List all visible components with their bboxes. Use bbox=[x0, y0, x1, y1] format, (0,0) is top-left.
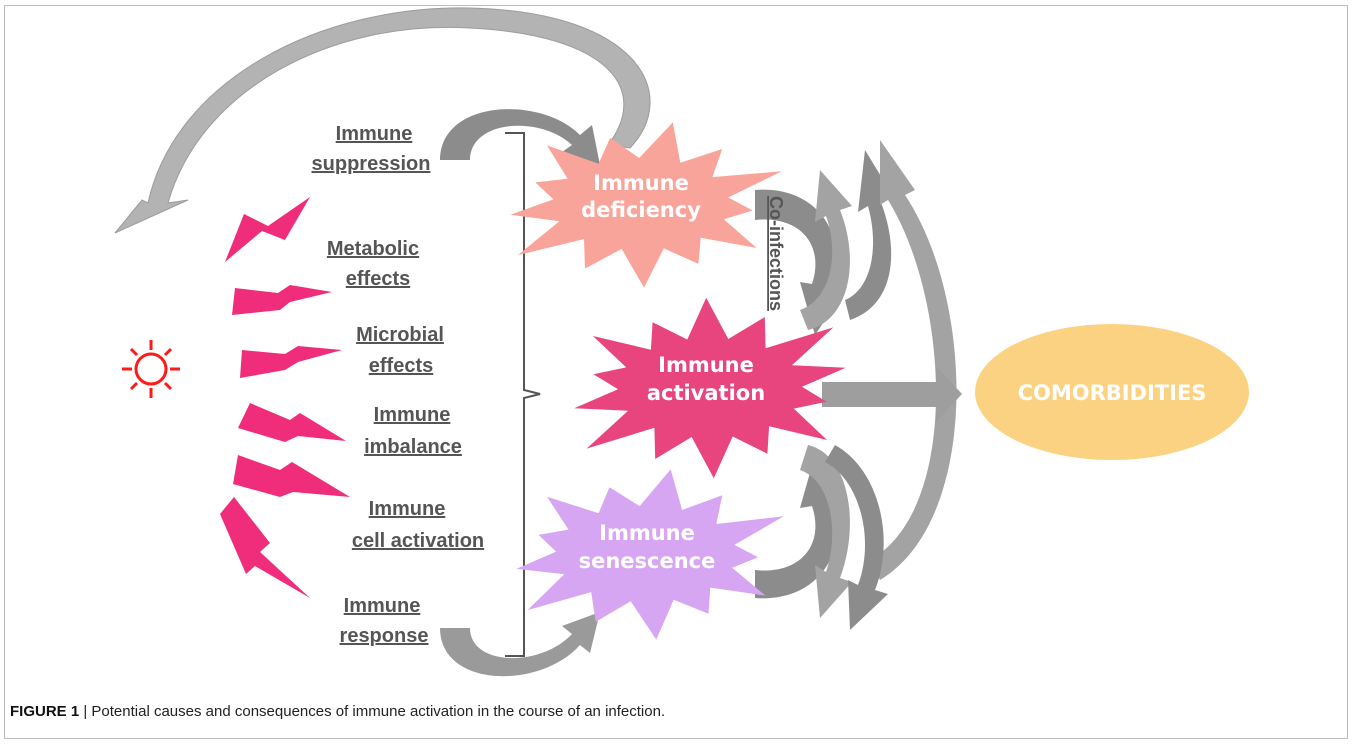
figure-label: FIGURE 1 bbox=[10, 703, 80, 720]
curved-arrows-top bbox=[755, 140, 957, 580]
curved-arrows-bottom bbox=[755, 445, 888, 630]
state-label: activation bbox=[647, 381, 765, 405]
figure-frame bbox=[4, 5, 1348, 739]
effect-label: Immune bbox=[369, 498, 446, 520]
bracket bbox=[505, 132, 541, 657]
curved-arrow bbox=[825, 445, 888, 630]
comorbidities-label: COMORBIDITIES bbox=[1018, 381, 1207, 405]
state-label: Immune bbox=[593, 171, 689, 195]
effect-label: Immune bbox=[374, 404, 451, 426]
state-label: Immune bbox=[599, 521, 695, 545]
response-arc-arrow bbox=[440, 612, 600, 677]
state-label: deficiency bbox=[581, 198, 701, 222]
curved-arrow bbox=[755, 455, 845, 599]
effect-label: Immune bbox=[336, 123, 413, 145]
lightning-bolt-icon bbox=[233, 455, 350, 497]
starburst-shape bbox=[510, 122, 782, 288]
starburst-shape bbox=[574, 297, 846, 479]
curved-arrow bbox=[800, 445, 852, 618]
curved-arrow bbox=[800, 170, 852, 330]
star-immune-senescence: Immune senescence bbox=[516, 469, 784, 640]
feedback-arrow bbox=[114, 7, 651, 234]
star-immune-deficiency: Immune deficiency bbox=[510, 122, 782, 288]
caption-separator: | bbox=[79, 703, 92, 720]
effect-label: response bbox=[340, 625, 429, 647]
effect-label: Immune bbox=[344, 595, 421, 617]
lightning-bolt-icon bbox=[238, 403, 346, 442]
lightning-bolt-icon bbox=[220, 497, 310, 598]
lightning-bolt-icon bbox=[232, 285, 332, 315]
state-label: Immune bbox=[658, 353, 754, 377]
state-label: senescence bbox=[579, 549, 716, 573]
effect-label: imbalance bbox=[364, 436, 462, 458]
starburst-shape bbox=[516, 469, 784, 640]
lightning-bolt-icon bbox=[240, 346, 342, 378]
effect-label: effects bbox=[346, 268, 410, 290]
star-immune-activation: Immune activation bbox=[574, 297, 846, 479]
figure-caption: FIGURE 1 | Potential causes and conseque… bbox=[10, 703, 665, 720]
effect-label: Metabolic bbox=[327, 238, 419, 260]
suppression-arc-arrow bbox=[440, 109, 600, 165]
effect-label: suppression bbox=[312, 153, 431, 175]
comorbidities-node: COMORBIDITIES bbox=[975, 324, 1249, 460]
sun-icon bbox=[122, 340, 180, 398]
coinfections-label: Co-infections bbox=[766, 196, 786, 311]
lightning-bolt-icon bbox=[225, 197, 310, 262]
effect-labels: Immune suppression Metabolic effects Mic… bbox=[312, 123, 485, 647]
main-arrow bbox=[822, 366, 962, 422]
effect-label: cell activation bbox=[352, 530, 484, 552]
curved-arrow bbox=[870, 140, 957, 580]
caption-text: Potential causes and consequences of imm… bbox=[91, 703, 666, 720]
effect-label: effects bbox=[369, 355, 433, 377]
effect-label: Microbial bbox=[356, 324, 444, 346]
diagram: Immune suppression Metabolic effects Mic… bbox=[114, 7, 1249, 677]
